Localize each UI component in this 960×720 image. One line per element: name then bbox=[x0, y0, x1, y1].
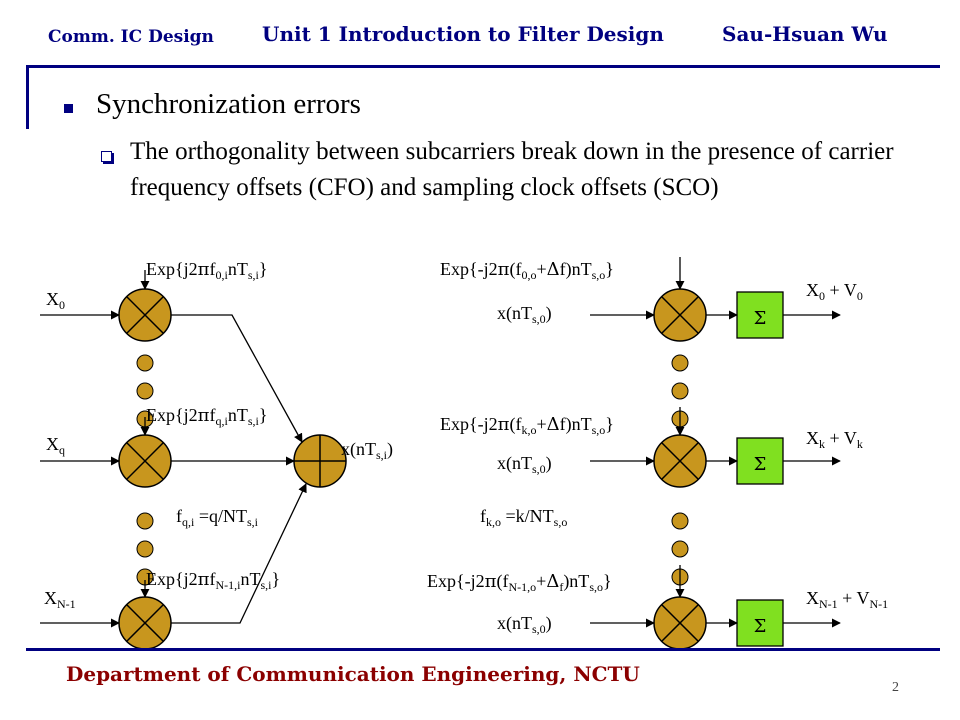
tx-exp-label-0: Exp{j2πf0,inTs,i} bbox=[146, 259, 267, 282]
rx-exp-label-k: Exp{-j2π(fk,o+Δf)nTs,o} bbox=[440, 414, 614, 437]
tx-mixer-n-1 bbox=[118, 596, 172, 650]
tx-mixer-q bbox=[118, 434, 172, 488]
rx-input-label-k: x(nTs,0) bbox=[497, 453, 552, 476]
tx-output-label: x(nTs,i) bbox=[341, 439, 393, 462]
bullet-main: Synchronization errors bbox=[96, 88, 361, 120]
tx-ellipsis-dots bbox=[136, 354, 154, 586]
sum-symbol: Σ bbox=[754, 454, 767, 475]
input-label-xq: Xq bbox=[46, 434, 65, 457]
page-number: 2 bbox=[892, 680, 899, 695]
footer-rule bbox=[26, 648, 940, 651]
sub-bullet-box-icon bbox=[101, 151, 112, 162]
header-author: Sau-Hsuan Wu bbox=[722, 22, 888, 46]
rx-arrows bbox=[590, 257, 841, 628]
tx-mixer-0 bbox=[118, 288, 172, 342]
header-rule bbox=[26, 65, 940, 68]
tx-exp-label-q: Exp{j2πfq,inTs,i} bbox=[146, 405, 267, 428]
rx-sum-box-n-1: Σ bbox=[736, 599, 784, 647]
rx-frequency-def: fk,o =k/NTs,o bbox=[480, 506, 567, 529]
tx-frequency-def: fq,i =q/NTs,i bbox=[176, 506, 259, 529]
input-label-x0: X0 bbox=[46, 289, 65, 312]
rx-input-label-n-1: x(nTs,0) bbox=[497, 613, 552, 636]
tx-exp-label-n-1: Exp{j2πfN-1,inTs,i} bbox=[146, 569, 280, 592]
rx-exp-label-n-1: Exp{-j2π(fN-1,o+Δf)nTs,o} bbox=[427, 571, 612, 594]
output-label-n-1: XN-1 + VN-1 bbox=[806, 588, 888, 611]
header-rule-left bbox=[26, 65, 29, 129]
tx-input-arrows bbox=[40, 270, 150, 628]
header-course: Comm. IC Design bbox=[48, 27, 214, 47]
header-unit-title: Unit 1 Introduction to Filter Design bbox=[262, 22, 664, 46]
rx-mixer-k bbox=[653, 434, 707, 488]
bullet-square-icon bbox=[64, 104, 73, 113]
sum-symbol: Σ bbox=[754, 616, 767, 637]
sum-symbol: Σ bbox=[754, 308, 767, 329]
rx-exp-label-0: Exp{-j2π(f0,o+Δf)nTs,o} bbox=[440, 259, 614, 282]
rx-mixer-0 bbox=[653, 288, 707, 342]
rx-mixer-n-1 bbox=[653, 596, 707, 650]
output-label-k: Xk + Vk bbox=[806, 428, 863, 451]
footer-department: Department of Communication Engineering,… bbox=[66, 662, 640, 686]
rx-sum-box-k: Σ bbox=[736, 437, 784, 485]
bullet-sub: The orthogonality between subcarriers br… bbox=[130, 138, 894, 201]
rx-input-label-0: x(nTs,0) bbox=[497, 303, 552, 326]
tx-adder bbox=[293, 434, 347, 488]
output-label-0: X0 + V0 bbox=[806, 280, 863, 303]
input-label-xn-1: XN-1 bbox=[44, 588, 76, 611]
tx-summing-lines bbox=[171, 314, 307, 624]
rx-sum-box-0: Σ bbox=[736, 291, 784, 339]
